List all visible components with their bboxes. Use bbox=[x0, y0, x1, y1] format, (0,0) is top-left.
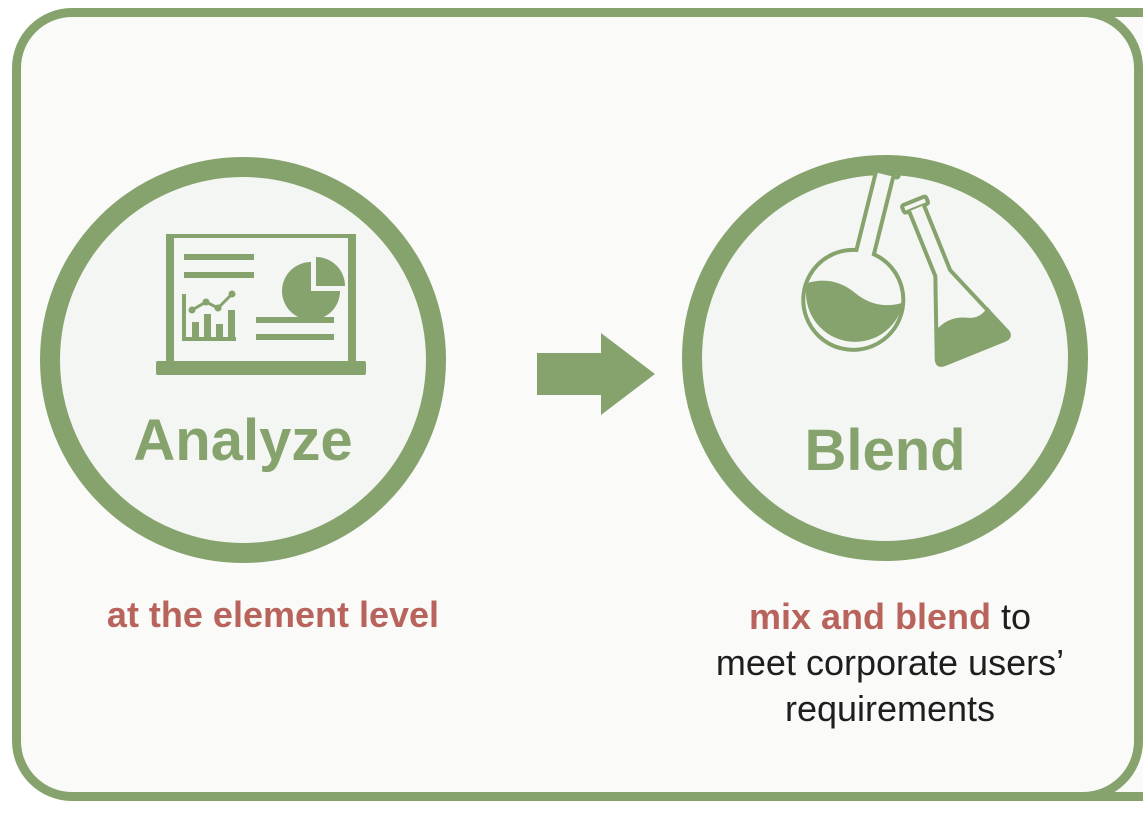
arrow-right-icon bbox=[537, 333, 655, 415]
laptop-dashboard-icon bbox=[156, 234, 366, 375]
blend-caption-rest: to bbox=[991, 596, 1032, 637]
analyze-label: Analyze bbox=[133, 408, 353, 473]
analyze-caption: at the element level bbox=[40, 592, 506, 638]
blend-label: Blend bbox=[804, 418, 966, 483]
flasks-icon bbox=[801, 161, 1011, 367]
blend-caption-highlight: mix and blend bbox=[748, 596, 991, 637]
blend-caption-line-2: meet corporate users’ bbox=[715, 642, 1065, 683]
blend-caption-line-1: mix and blend to bbox=[640, 594, 1140, 640]
analyze-circle: Analyze bbox=[40, 157, 446, 563]
blend-caption-line-3: requirements bbox=[784, 688, 996, 729]
blend-circle: Blend bbox=[682, 155, 1088, 561]
diagram-frame-right-edge bbox=[1083, 8, 1143, 801]
blend-caption: mix and blend to meet corporate users’ r… bbox=[640, 594, 1140, 732]
analyze-caption-highlight: at the element level bbox=[106, 594, 440, 635]
